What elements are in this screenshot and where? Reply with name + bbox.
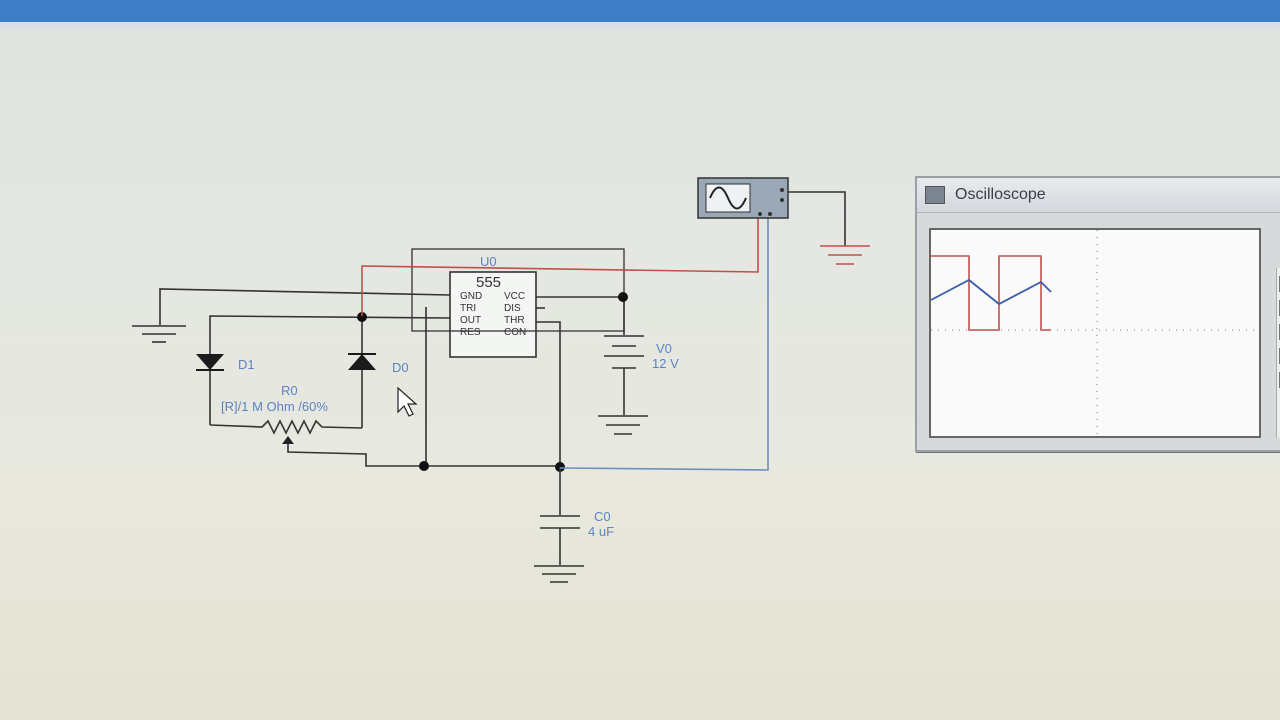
oscilloscope-side-controls[interactable] [1276,268,1280,438]
pin-con: CON [504,327,527,338]
diode-d1-symbol[interactable] [196,315,451,425]
trace-a-square [931,255,1051,331]
capacitor-c0-symbol[interactable] [534,467,584,583]
battery-v0-symbol[interactable] [598,335,648,435]
chip-ref-label: U0 [480,254,497,269]
mouse-cursor-icon [397,386,418,417]
chip-555-body[interactable] [411,248,625,358]
potentiometer-ref-label: R0 [281,383,298,398]
diode-d0-label: D0 [392,360,409,375]
ground-right [820,245,870,265]
oscilloscope-title: Oscilloscope [955,186,1046,203]
oscilloscope-app-icon [925,186,945,204]
chip-name-label: 555 [476,274,502,291]
oscilloscope-traces [930,230,1259,436]
window-top-strip [0,0,1280,30]
oscilloscope-instrument[interactable] [697,177,789,219]
pin-res: RES [460,327,481,338]
battery-value-label: 12 V [652,356,679,371]
capacitor-value-label: 4 uF [588,524,615,539]
trace-b-triangle [930,278,1052,306]
diode-d0-symbol[interactable] [348,312,376,428]
oscilloscope-titlebar[interactable]: Oscilloscope [917,178,1280,213]
pin-out: OUT [460,315,482,326]
potentiometer-symbol[interactable] [209,419,424,467]
pin-thr: THR [504,315,525,326]
capacitor-ref-label: C0 [594,509,611,524]
potentiometer-value-label: [R]/1 M Ohm /60% [221,399,328,414]
pin-tri: TRI [460,303,477,314]
pin-dis: DIS [504,303,521,314]
battery-ref-label: V0 [656,341,672,356]
diode-d1-label: D1 [238,357,255,372]
oscilloscope-screen [929,228,1261,438]
pin-vcc: VCC [504,291,526,302]
ground-left [132,288,451,343]
pin-gnd: GND [460,291,483,302]
oscilloscope-window[interactable]: Oscilloscope [915,176,1280,452]
